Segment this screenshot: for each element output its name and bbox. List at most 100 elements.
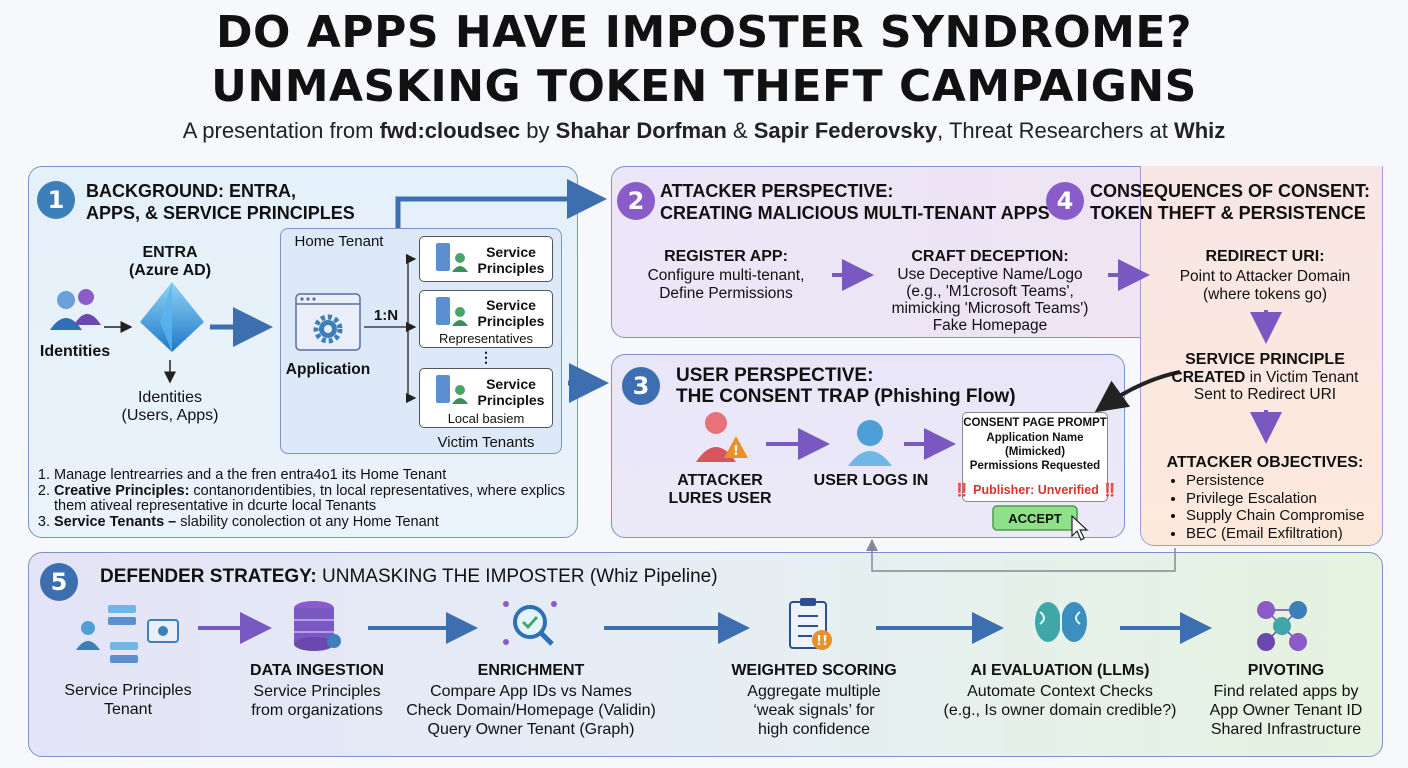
- ai-evaluation-line1: Automate Context Checks: [967, 683, 1153, 700]
- section3-number-badge: 3: [622, 367, 660, 405]
- objectives-title: ATTACKER OBJECTIVES:: [1166, 454, 1364, 471]
- enrichment-title: ENRICHMENT: [477, 662, 585, 679]
- local-basiem-label: Local basiem: [447, 411, 525, 426]
- pivoting-line2: App Owner Tenant ID: [1209, 702, 1363, 719]
- ai-evaluation-line2: (e.g., Is owner domain credible?): [943, 702, 1177, 719]
- sp-created-line1: SERVICE PRINCIPLE: [1185, 351, 1345, 368]
- consent-page-prompt: [962, 412, 1108, 502]
- enrichment-line2: Check Domain/Homepage (Validin): [406, 702, 656, 719]
- entra-icon: [140, 282, 204, 352]
- application-label: Application: [285, 361, 371, 378]
- consent-line3: Permissions Requested: [969, 460, 1101, 472]
- section4-number-badge: 4: [1046, 182, 1084, 220]
- page-title-line1: DO APPS HAVE IMPOSTER SYNDROME?: [216, 7, 1192, 58]
- section3-title-line2: THE CONSENT TRAP (Phishing Flow): [676, 386, 1016, 407]
- home-tenant-label: Home Tenant: [294, 233, 384, 250]
- craft-deception-line3: mimicking 'Microsoft Teams'): [891, 300, 1089, 317]
- sp-to-consent-arrow: [1094, 370, 1181, 413]
- gear-icon: [313, 314, 343, 344]
- craft-deception-line2: (e.g., 'M1crosoft Teams',: [906, 283, 1074, 300]
- subtitle-role: , Threat Researchers at: [937, 118, 1174, 143]
- identities-icon: [50, 289, 101, 330]
- section1-number-badge: 1: [37, 181, 75, 219]
- sp-server-icon-2: [436, 297, 468, 326]
- sp-server-icon-3: [436, 375, 468, 404]
- ai-brain-icon: [1035, 602, 1087, 642]
- register-app-line1: Configure multi-tenant,: [647, 267, 805, 284]
- pivoting-title: PIVOTING: [1247, 662, 1325, 679]
- subtitle-author1: Shahar Dorfman: [555, 118, 727, 143]
- section5-number-badge: 5: [40, 563, 78, 601]
- objective-item: Privilege Escalation: [1186, 490, 1406, 508]
- consent-line2: (Mimicked): [1004, 446, 1066, 458]
- scoring-line3: high confidence: [757, 721, 871, 738]
- magnifier-icon: [503, 601, 557, 646]
- entra-label-line1: ENTRA: [142, 244, 198, 261]
- source-label-line1: Service Principles: [64, 682, 192, 699]
- scoring-line1: Aggregate multiple: [747, 683, 881, 700]
- identities-label: Identities: [39, 343, 111, 360]
- subtitle-prefix: A presentation from: [182, 118, 380, 143]
- objective-item: Supply Chain Compromise: [1186, 507, 1406, 525]
- scoring-line2: ‘weak signals’ for: [753, 702, 875, 719]
- redirect-uri-title: REDIRECT URI:: [1205, 248, 1325, 265]
- objective-item: BEC (Email Exfiltration): [1186, 525, 1406, 543]
- ingestion-title: DATA INGESTION: [250, 662, 384, 679]
- ai-evaluation-title: AI EVALUATION (LLMs): [970, 662, 1150, 679]
- accept-loop-line: [871, 540, 1176, 572]
- subtitle-amp: &: [726, 118, 754, 143]
- attacker-icon: !: [696, 412, 748, 462]
- consent-title: CONSENT PAGE PROMPT: [963, 417, 1107, 429]
- entra-label-line2: (Azure AD): [128, 262, 212, 279]
- user-logs-in-label: USER LOGS IN: [813, 472, 929, 489]
- ingestion-line1: Service Principles: [253, 683, 381, 700]
- section1-list-item-1: Manage lentrearries and a the fren entra…: [54, 467, 584, 484]
- app-to-sp-fanout: [364, 253, 417, 404]
- svg-text:!!: !!: [816, 634, 828, 649]
- section2-title-line1: ATTACKER PERSPECTIVE:: [660, 181, 894, 201]
- identities-sub-line1: Identities: [137, 389, 203, 406]
- pivoting-line1: Find related apps by: [1213, 683, 1359, 700]
- section1-list: Manage lentrearries and a the fren entra…: [32, 467, 584, 531]
- accept-button[interactable]: ACCEPT: [1008, 511, 1062, 526]
- section3-title-line1: USER PERSPECTIVE:: [676, 365, 874, 386]
- objectives-list: Persistence Privilege Escalation Supply …: [1166, 472, 1406, 542]
- craft-deception-title: CRAFT DECEPTION:: [911, 248, 1069, 265]
- cursor-icon: [1071, 514, 1089, 541]
- redirect-uri-line1: Point to Attacker Domain: [1179, 268, 1351, 285]
- scoring-clipboard-icon: !!: [789, 598, 832, 650]
- section1-list-item-3: Service Tenants – slability conolection …: [54, 514, 584, 531]
- section1-title-line2: APPS, & SERVICE PRINCIPLES: [86, 203, 355, 223]
- section5-panel: [28, 552, 1383, 757]
- sp-server-icon-1: [436, 243, 468, 272]
- subtitle-author2: Sapir Federovsky: [753, 118, 938, 143]
- tenant-network-icon: [76, 605, 179, 663]
- identities-sub-line2: (Users, Apps): [121, 407, 219, 424]
- svg-text:!: !: [733, 444, 739, 459]
- enrichment-line1: Compare App IDs vs Names: [430, 683, 632, 700]
- register-app-line2: Define Permissions: [659, 285, 793, 302]
- register-app-title: REGISTER APP:: [664, 248, 788, 265]
- ingestion-line2: from organizations: [251, 702, 383, 719]
- craft-deception-line4: Fake Homepage: [932, 317, 1048, 334]
- scoring-title: WEIGHTED SCORING: [731, 662, 897, 679]
- victim-tenants-label: Victim Tenants: [437, 434, 535, 451]
- ellipsis-label: ⋮: [479, 349, 493, 365]
- page-subtitle: A presentation from fwd:cloudsec by Shah…: [0, 118, 1408, 144]
- publisher-warning: ‼️ Publisher: Unverified ‼️: [954, 483, 1118, 497]
- user-icon: [848, 420, 892, 466]
- enrichment-line3: Query Owner Tenant (Graph): [427, 721, 635, 738]
- sp-box-1-line2: Principles: [477, 260, 545, 276]
- consent-line1: Application Name: [986, 432, 1084, 444]
- section4-panel: [1140, 166, 1383, 546]
- subtitle-company: Whiz: [1173, 118, 1226, 143]
- sp-box-3-line1: Service: [486, 376, 536, 392]
- section4-title-line1: CONSEQUENCES OF CONSENT:: [1090, 181, 1371, 201]
- section1-title-line1: BACKGROUND: ENTRA,: [86, 181, 296, 201]
- objective-item: Persistence: [1186, 472, 1406, 490]
- sp-box-2-line2: Principles: [477, 313, 545, 329]
- section2-number-badge: 2: [617, 182, 655, 220]
- database-icon: [294, 601, 341, 651]
- sp-box-2-line1: Service: [486, 297, 536, 313]
- redirect-uri-line2: (where tokens go): [1202, 286, 1328, 303]
